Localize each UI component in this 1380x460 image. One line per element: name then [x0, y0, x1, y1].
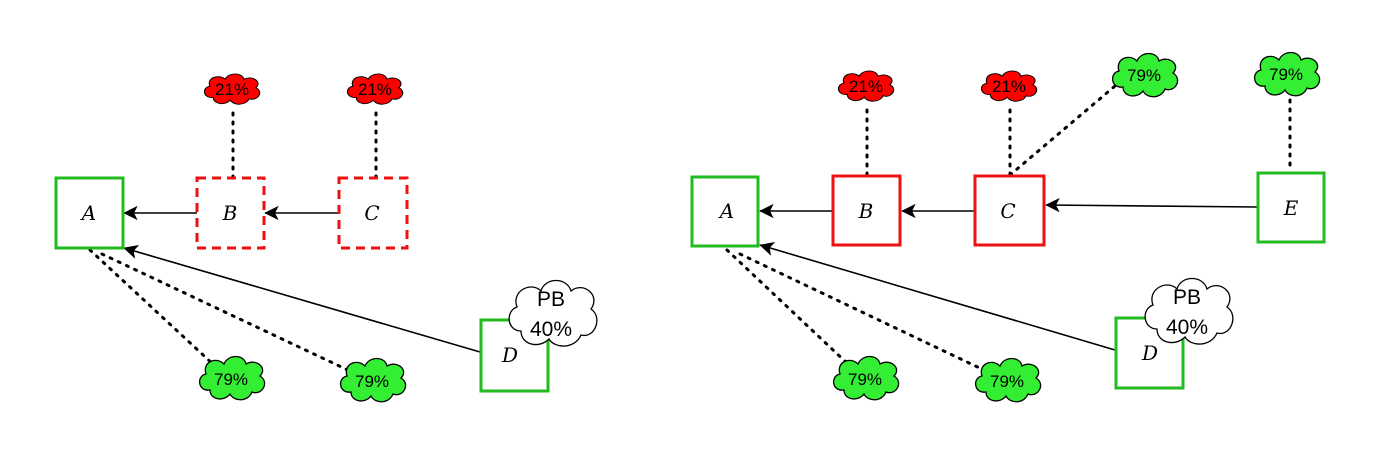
- node-a-box: [54, 176, 125, 250]
- node-a-r-label: A: [718, 199, 734, 223]
- node-a-r-box: [690, 175, 760, 248]
- node-c: C: [337, 176, 409, 250]
- node-d-r-label: D: [1141, 341, 1158, 365]
- green-cloud-a2-r-label: 79%: [990, 372, 1024, 391]
- node-b-r-label: B: [858, 199, 874, 223]
- green-cloud-a1-r-label: 79%: [848, 370, 882, 389]
- edge-e-to-c-r: [1045, 197, 1258, 213]
- dotted-link-a-cloud2-r: [738, 252, 990, 374]
- green-cloud-c-diag-r-label: 79%: [1127, 66, 1161, 85]
- node-c-r-box: [973, 174, 1046, 247]
- dotted-link-a-cloud1: [88, 248, 217, 368]
- green-cloud-a2-label: 79%: [355, 372, 389, 391]
- pb-cloud-left-line2: 40%: [530, 318, 572, 341]
- node-a: A: [54, 176, 125, 250]
- node-d-label: D: [501, 343, 518, 367]
- node-c-label: C: [364, 201, 379, 225]
- node-e-r-label: E: [1283, 196, 1299, 220]
- node-e-r-box: [1256, 171, 1326, 244]
- red-cloud-c-r-label: 21%: [992, 77, 1026, 96]
- node-b-label: B: [222, 201, 238, 225]
- pb-cloud-right-line2: 40%: [1166, 316, 1208, 339]
- green-cloud-e-r-label: 79%: [1269, 65, 1303, 84]
- node-c-box: [337, 176, 409, 250]
- node-b: B: [195, 176, 266, 250]
- node-b-r: B: [831, 174, 902, 247]
- red-cloud-c-label: 21%: [358, 80, 392, 99]
- node-a-label: A: [80, 201, 96, 225]
- node-a-r: A: [690, 175, 760, 248]
- node-c-r-label: C: [1000, 199, 1015, 223]
- node-e-r: E: [1256, 171, 1326, 244]
- pb-cloud-left-line1: PB: [537, 288, 565, 311]
- red-cloud-b-r-label: 21%: [849, 77, 883, 96]
- pb-cloud-right-line1: PB: [1173, 286, 1201, 309]
- right-diagram: A B C D E 21% 21% 79%: [690, 51, 1326, 403]
- dotted-link-a-cloud1-r: [725, 248, 852, 368]
- green-cloud-a1-label: 79%: [214, 370, 248, 389]
- red-cloud-b-label: 21%: [215, 80, 249, 99]
- edge-d-to-a-r: [759, 241, 1116, 351]
- dotted-link-a-cloud2: [100, 252, 354, 374]
- edge-d-to-a: [123, 244, 481, 353]
- dotted-link-c-diag-r: [1008, 84, 1117, 177]
- node-b-box: [195, 176, 266, 250]
- left-diagram: A B C D 21% 21% 79% 79%: [54, 73, 598, 403]
- node-c-r: C: [973, 174, 1046, 247]
- node-b-r-box: [831, 174, 902, 247]
